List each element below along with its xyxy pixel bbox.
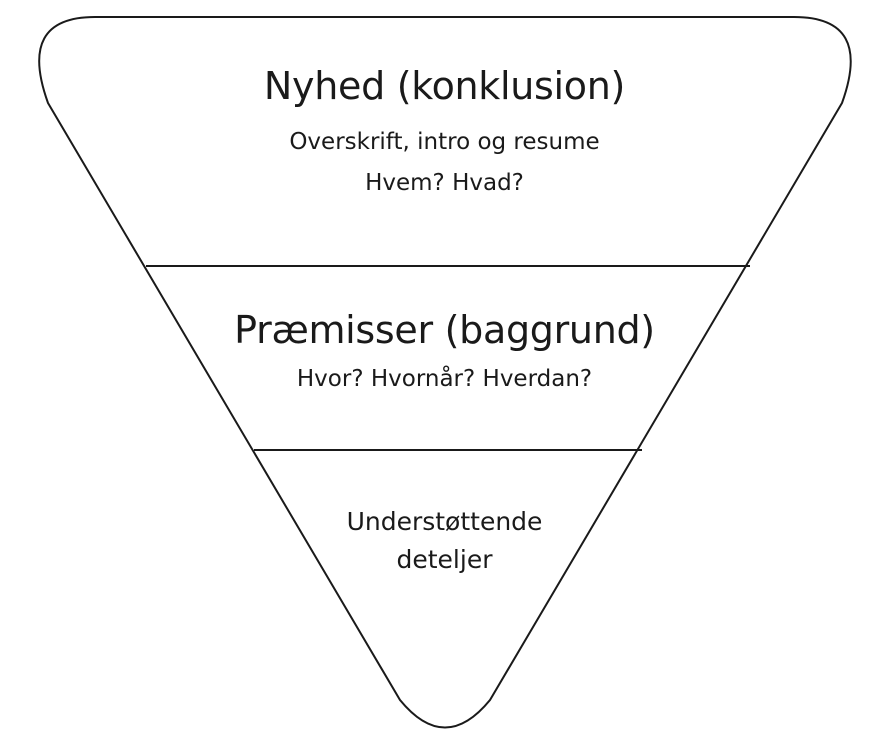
tier3-line2: deteljer (396, 545, 493, 574)
pyramid-outline (38, 16, 852, 729)
tier1-questions: Hvem? Hvad? (365, 170, 524, 196)
tier1-title: Nyhed (konklusion) (263, 64, 626, 108)
tier3-line1: Understøttende (346, 507, 543, 536)
tier2-title: Præmisser (baggrund) (234, 308, 655, 352)
tier1-description: Overskrift, intro og resume (289, 129, 600, 155)
tier2-questions: Hvor? Hvornår? Hverdan? (296, 366, 593, 392)
